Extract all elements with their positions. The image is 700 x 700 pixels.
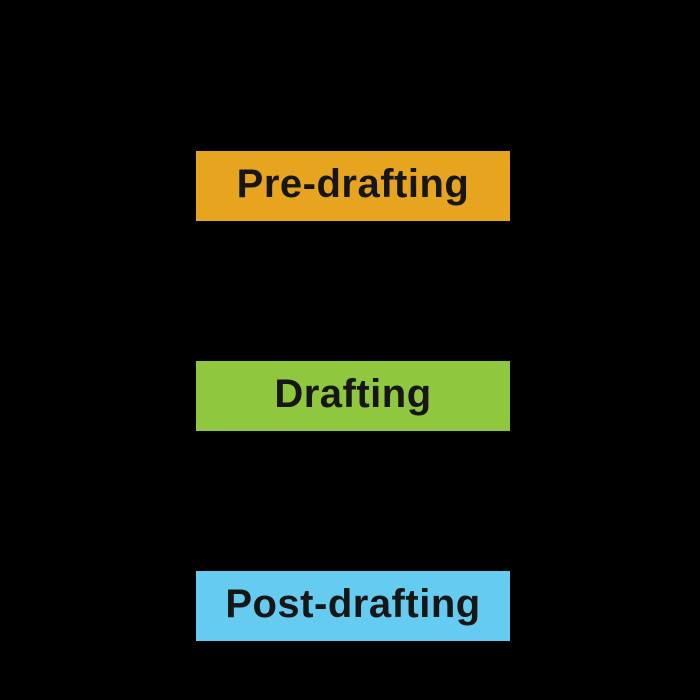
stage-label-pre-drafting: Pre-drafting	[236, 162, 470, 206]
stage-box-pre-drafting: Pre-drafting	[193, 148, 521, 232]
stage-box-drafting: Drafting	[193, 358, 521, 442]
stage-label-post-drafting: Post-drafting	[225, 582, 481, 626]
stage-box-post-drafting: Post-drafting	[193, 568, 521, 652]
stage-label-drafting: Drafting	[274, 372, 432, 416]
